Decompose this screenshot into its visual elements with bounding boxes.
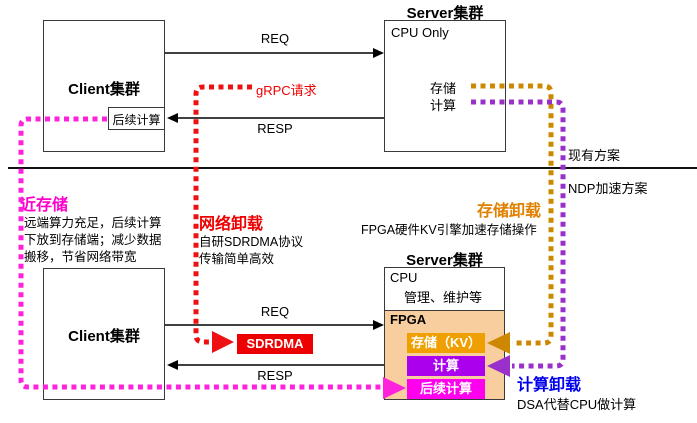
bottom-resp-arrowhead-icon: [167, 360, 178, 370]
top-server-cpu-label: CPU Only: [391, 25, 449, 40]
sdrdma-arrowhead-icon: [212, 331, 234, 353]
storage-offload-title: 存储卸载: [477, 203, 542, 220]
bottom-server-cpu-label: CPU: [390, 270, 418, 285]
bottom-req-arrowhead-icon: [373, 320, 384, 330]
compute-offload-title: 计算卸载: [517, 377, 582, 394]
bottom-req-label: REQ: [260, 304, 290, 319]
sdrdma-badge: SDRDMA: [237, 334, 313, 354]
bottom-resp-label: RESP: [257, 368, 293, 383]
top-req-arrowhead-icon: [373, 48, 384, 58]
legend-ndp-label: NDP加速方案: [568, 181, 648, 196]
top-followup-compute-label: 后续计算: [112, 113, 161, 127]
grpc-request-label: gRPC请求: [256, 83, 317, 98]
top-resp-label: RESP: [257, 121, 293, 136]
top-resp-arrowhead-icon: [167, 113, 178, 123]
near-storage-line-3: 搬移，节省网络带宽: [24, 250, 137, 264]
fpga-followup-compute-bar: 后续计算: [407, 379, 485, 399]
top-server-title: Server集群: [406, 5, 484, 22]
compute-offload-desc: DSA代替CPU做计算: [517, 397, 637, 412]
top-client-title: Client集群: [68, 81, 140, 98]
legend-existing-label: 现有方案: [568, 148, 621, 163]
top-server-storage-label: 存储: [430, 81, 457, 96]
top-server-compute-label: 计算: [430, 98, 457, 113]
fpga-storage-kv-bar: 存储（KV）: [407, 333, 485, 353]
storage-offload-desc: FPGA硬件KV引擎加速存储操作: [361, 223, 537, 237]
fpga-compute-bar: 计算: [407, 356, 485, 376]
fpga-label: FPGA: [390, 312, 427, 327]
bottom-client-title: Client集群: [68, 328, 140, 345]
bottom-server-cpu-desc: 管理、维护等: [404, 290, 483, 305]
network-offload-line-2: 传输简单高效: [199, 252, 275, 266]
bottom-server-title: Server集群: [406, 252, 483, 269]
top-req-label: REQ: [260, 31, 290, 46]
